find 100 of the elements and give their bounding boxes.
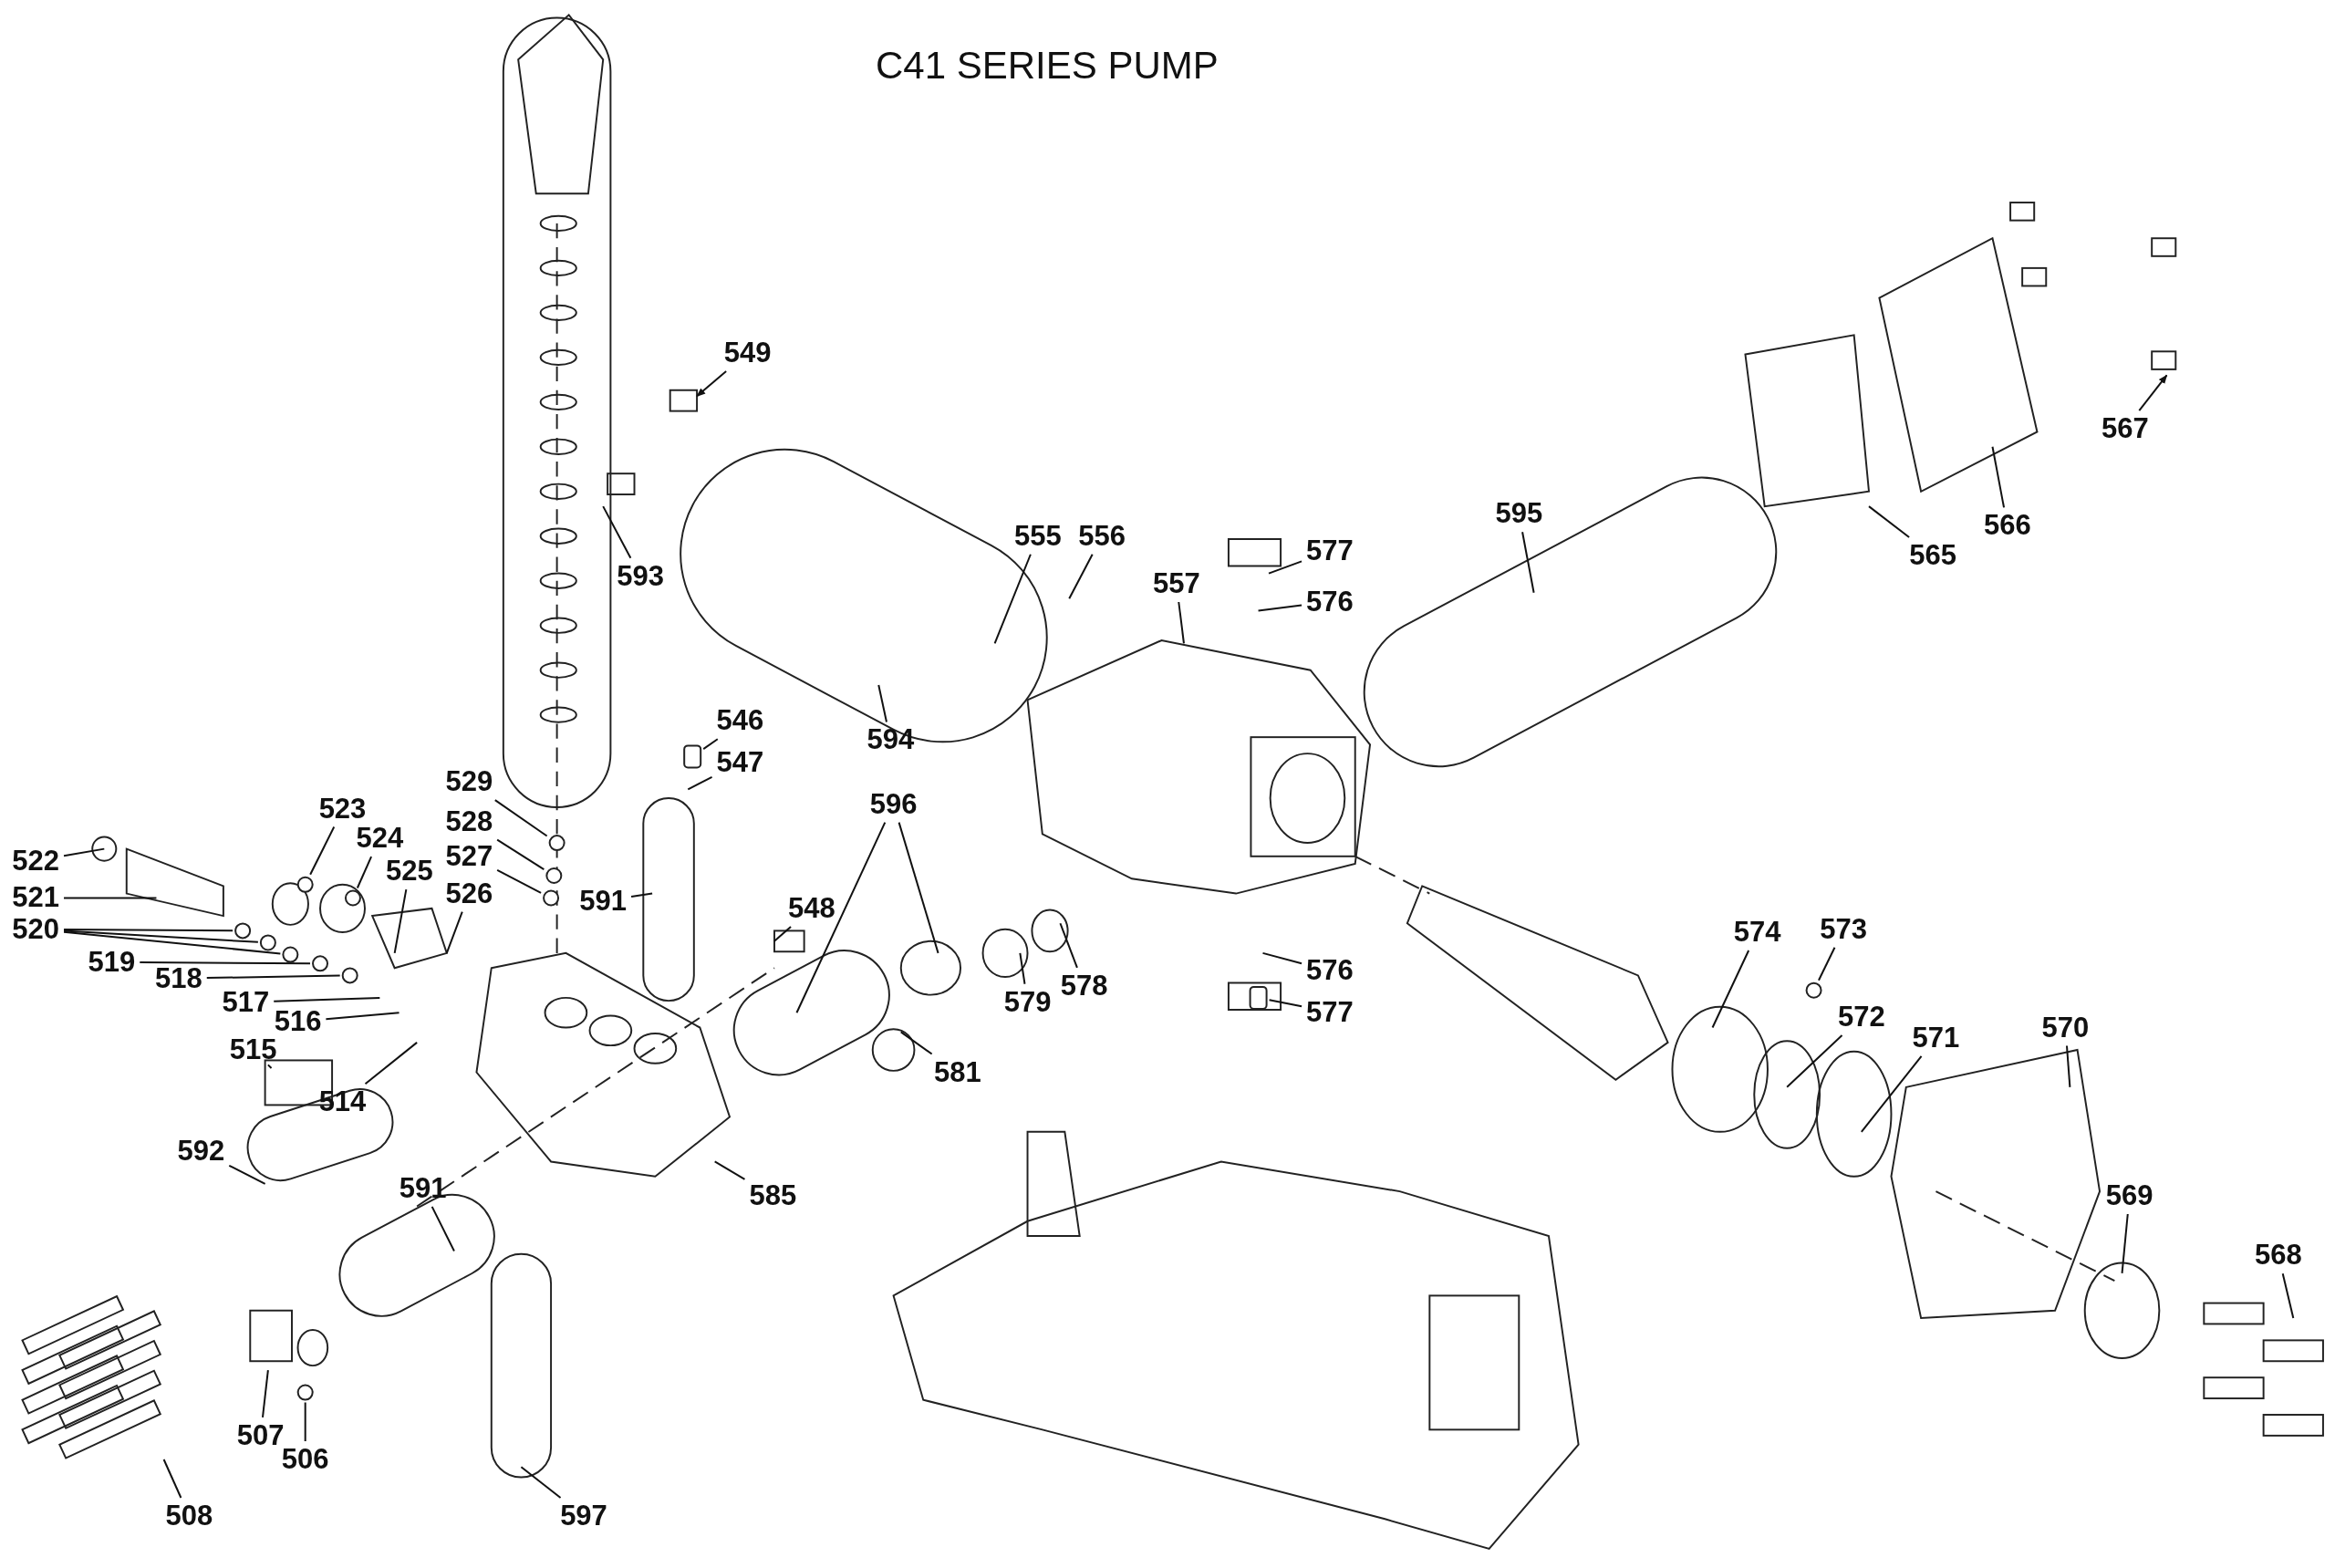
o-ring xyxy=(312,955,328,972)
leader-line xyxy=(630,892,654,898)
callout-number: 521 xyxy=(10,882,62,914)
leader-line xyxy=(1817,946,1836,981)
callout-number: 520 xyxy=(10,913,62,945)
callout-number: 591 xyxy=(397,1172,449,1204)
callout-number: 573 xyxy=(1818,913,1870,945)
callout-number: 570 xyxy=(2039,1012,2091,1044)
leader-line xyxy=(1268,999,1303,1008)
callout-number: 528 xyxy=(443,806,495,838)
callout-number: 529 xyxy=(443,766,495,798)
callout-number: 578 xyxy=(1058,970,1110,1002)
callout-number: 597 xyxy=(558,1501,609,1532)
leader-line xyxy=(2281,1272,2295,1319)
leader-line xyxy=(1711,950,1750,1029)
callout-number: 514 xyxy=(317,1086,368,1118)
leader-line xyxy=(2121,1213,2129,1274)
leader-line xyxy=(63,897,158,899)
leader-line xyxy=(1860,1054,1923,1133)
callout-number: 546 xyxy=(714,705,766,737)
o-ring xyxy=(341,967,358,984)
leader-line xyxy=(445,910,463,954)
o-ring xyxy=(543,889,560,907)
leader-line xyxy=(325,1012,400,1021)
leader-line xyxy=(2138,374,2168,412)
callout-number: 567 xyxy=(2099,413,2151,445)
leader-line xyxy=(63,929,234,932)
leader-line xyxy=(1268,560,1303,575)
leader-line xyxy=(1059,922,1078,969)
callout-number: 577 xyxy=(1304,997,1355,1029)
callout-number: 566 xyxy=(1981,510,2033,542)
leader-line xyxy=(63,847,106,857)
leader-line xyxy=(273,996,381,1002)
plug-part xyxy=(683,744,702,769)
plug-part xyxy=(1249,985,1268,1010)
o-ring xyxy=(259,934,276,951)
callout-number: 526 xyxy=(443,877,495,909)
leader-line xyxy=(364,1041,419,1085)
leader-line xyxy=(266,1064,273,1069)
callout-number: 592 xyxy=(175,1136,227,1168)
diagram-title: C41 SERIES PUMP xyxy=(876,44,1219,88)
callout-number: 524 xyxy=(354,823,406,855)
leader-line xyxy=(139,961,311,965)
leader-line xyxy=(304,1401,306,1442)
callout-number: 515 xyxy=(227,1034,279,1065)
leader-line xyxy=(702,738,719,751)
o-ring xyxy=(234,922,252,940)
callout-number: 506 xyxy=(279,1444,331,1475)
leader-line xyxy=(393,888,408,954)
callout-number: 577 xyxy=(1304,535,1355,567)
leader-line xyxy=(262,1369,269,1418)
callout-number: 527 xyxy=(443,840,495,872)
leader-line xyxy=(1261,951,1303,965)
leader-line xyxy=(687,775,713,791)
leader-line xyxy=(520,1466,562,1500)
leader-line xyxy=(1786,1034,1843,1088)
leader-line xyxy=(356,856,373,889)
leader-line xyxy=(602,505,632,559)
callout-number: 596 xyxy=(867,788,919,820)
callout-number: 525 xyxy=(384,856,435,888)
callout-number: 576 xyxy=(1304,586,1355,618)
callout-number: 579 xyxy=(1001,986,1053,1018)
o-ring xyxy=(282,946,299,963)
callout-number: 585 xyxy=(747,1180,799,1211)
callout-number: 518 xyxy=(153,962,204,994)
callout-number: 547 xyxy=(714,746,766,778)
callout-number: 568 xyxy=(2253,1240,2304,1272)
leader-line xyxy=(696,369,728,398)
leader-line xyxy=(1019,951,1026,985)
leader-line xyxy=(205,974,341,980)
leader-line xyxy=(713,1160,746,1180)
leader-line xyxy=(493,799,548,837)
leader-line xyxy=(309,826,336,876)
o-ring xyxy=(296,876,314,893)
leader-line xyxy=(1178,601,1185,645)
callout-number: 549 xyxy=(721,337,773,369)
callout-number: 591 xyxy=(577,885,629,917)
o-ring xyxy=(1805,981,1822,999)
leader-line xyxy=(496,868,543,894)
callout-number: 593 xyxy=(615,560,666,592)
callout-number: 595 xyxy=(1493,498,1545,530)
callout-number: 519 xyxy=(86,946,138,978)
leader-line xyxy=(1521,531,1535,594)
leader-line xyxy=(773,925,793,942)
callout-number: 523 xyxy=(317,793,368,825)
leader-line xyxy=(431,1205,455,1252)
callout-number: 594 xyxy=(865,724,917,756)
leader-line xyxy=(228,1164,266,1185)
callout-number: 555 xyxy=(1012,520,1064,552)
callout-number: 517 xyxy=(220,986,272,1018)
leader-line xyxy=(63,929,259,943)
callout-number: 516 xyxy=(272,1006,324,1037)
callout-number: 574 xyxy=(1731,917,1783,949)
callout-number: 581 xyxy=(931,1056,983,1088)
leader-line xyxy=(496,838,545,871)
callout-number: 548 xyxy=(785,892,837,924)
callout-number: 556 xyxy=(1076,520,1127,552)
leader-line xyxy=(1868,505,1911,538)
leader-line xyxy=(63,930,282,955)
callout-number: 576 xyxy=(1304,955,1355,987)
